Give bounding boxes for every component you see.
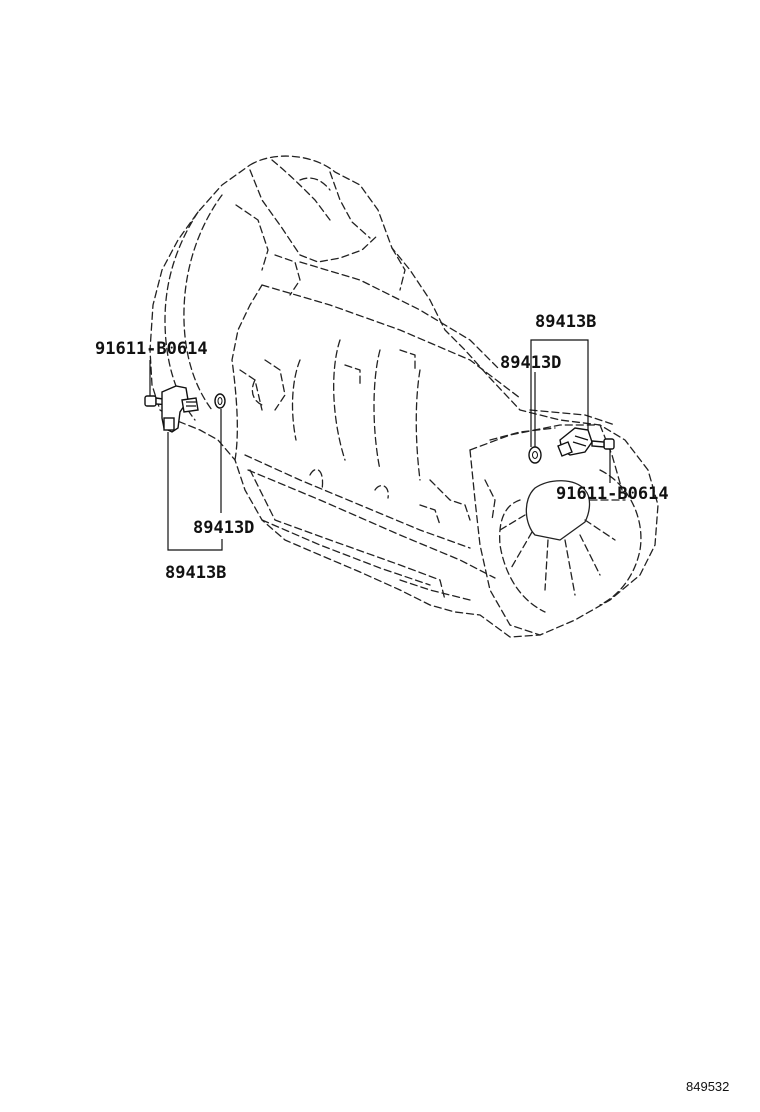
figure-number: 849532	[686, 1079, 729, 1094]
o-ring-icon	[528, 446, 542, 464]
callout-right-bolt: 91611-B0614	[556, 484, 669, 504]
o-ring-icon	[214, 393, 226, 409]
callout-left-bolt: 91611-B0614	[95, 339, 208, 359]
callout-right-sensor: 89413B	[535, 312, 596, 332]
callout-left-oring: 89413D	[193, 518, 254, 538]
speed-sensor-icon	[161, 385, 199, 433]
callout-left-sensor: 89413B	[165, 563, 226, 583]
left-parts-group	[144, 360, 226, 551]
bolt-icon	[591, 438, 615, 450]
speed-sensor-icon	[557, 427, 593, 457]
callout-right-oring: 89413D	[500, 353, 561, 373]
transmission-housing-drawing	[149, 155, 659, 638]
right-parts-group	[528, 339, 615, 483]
